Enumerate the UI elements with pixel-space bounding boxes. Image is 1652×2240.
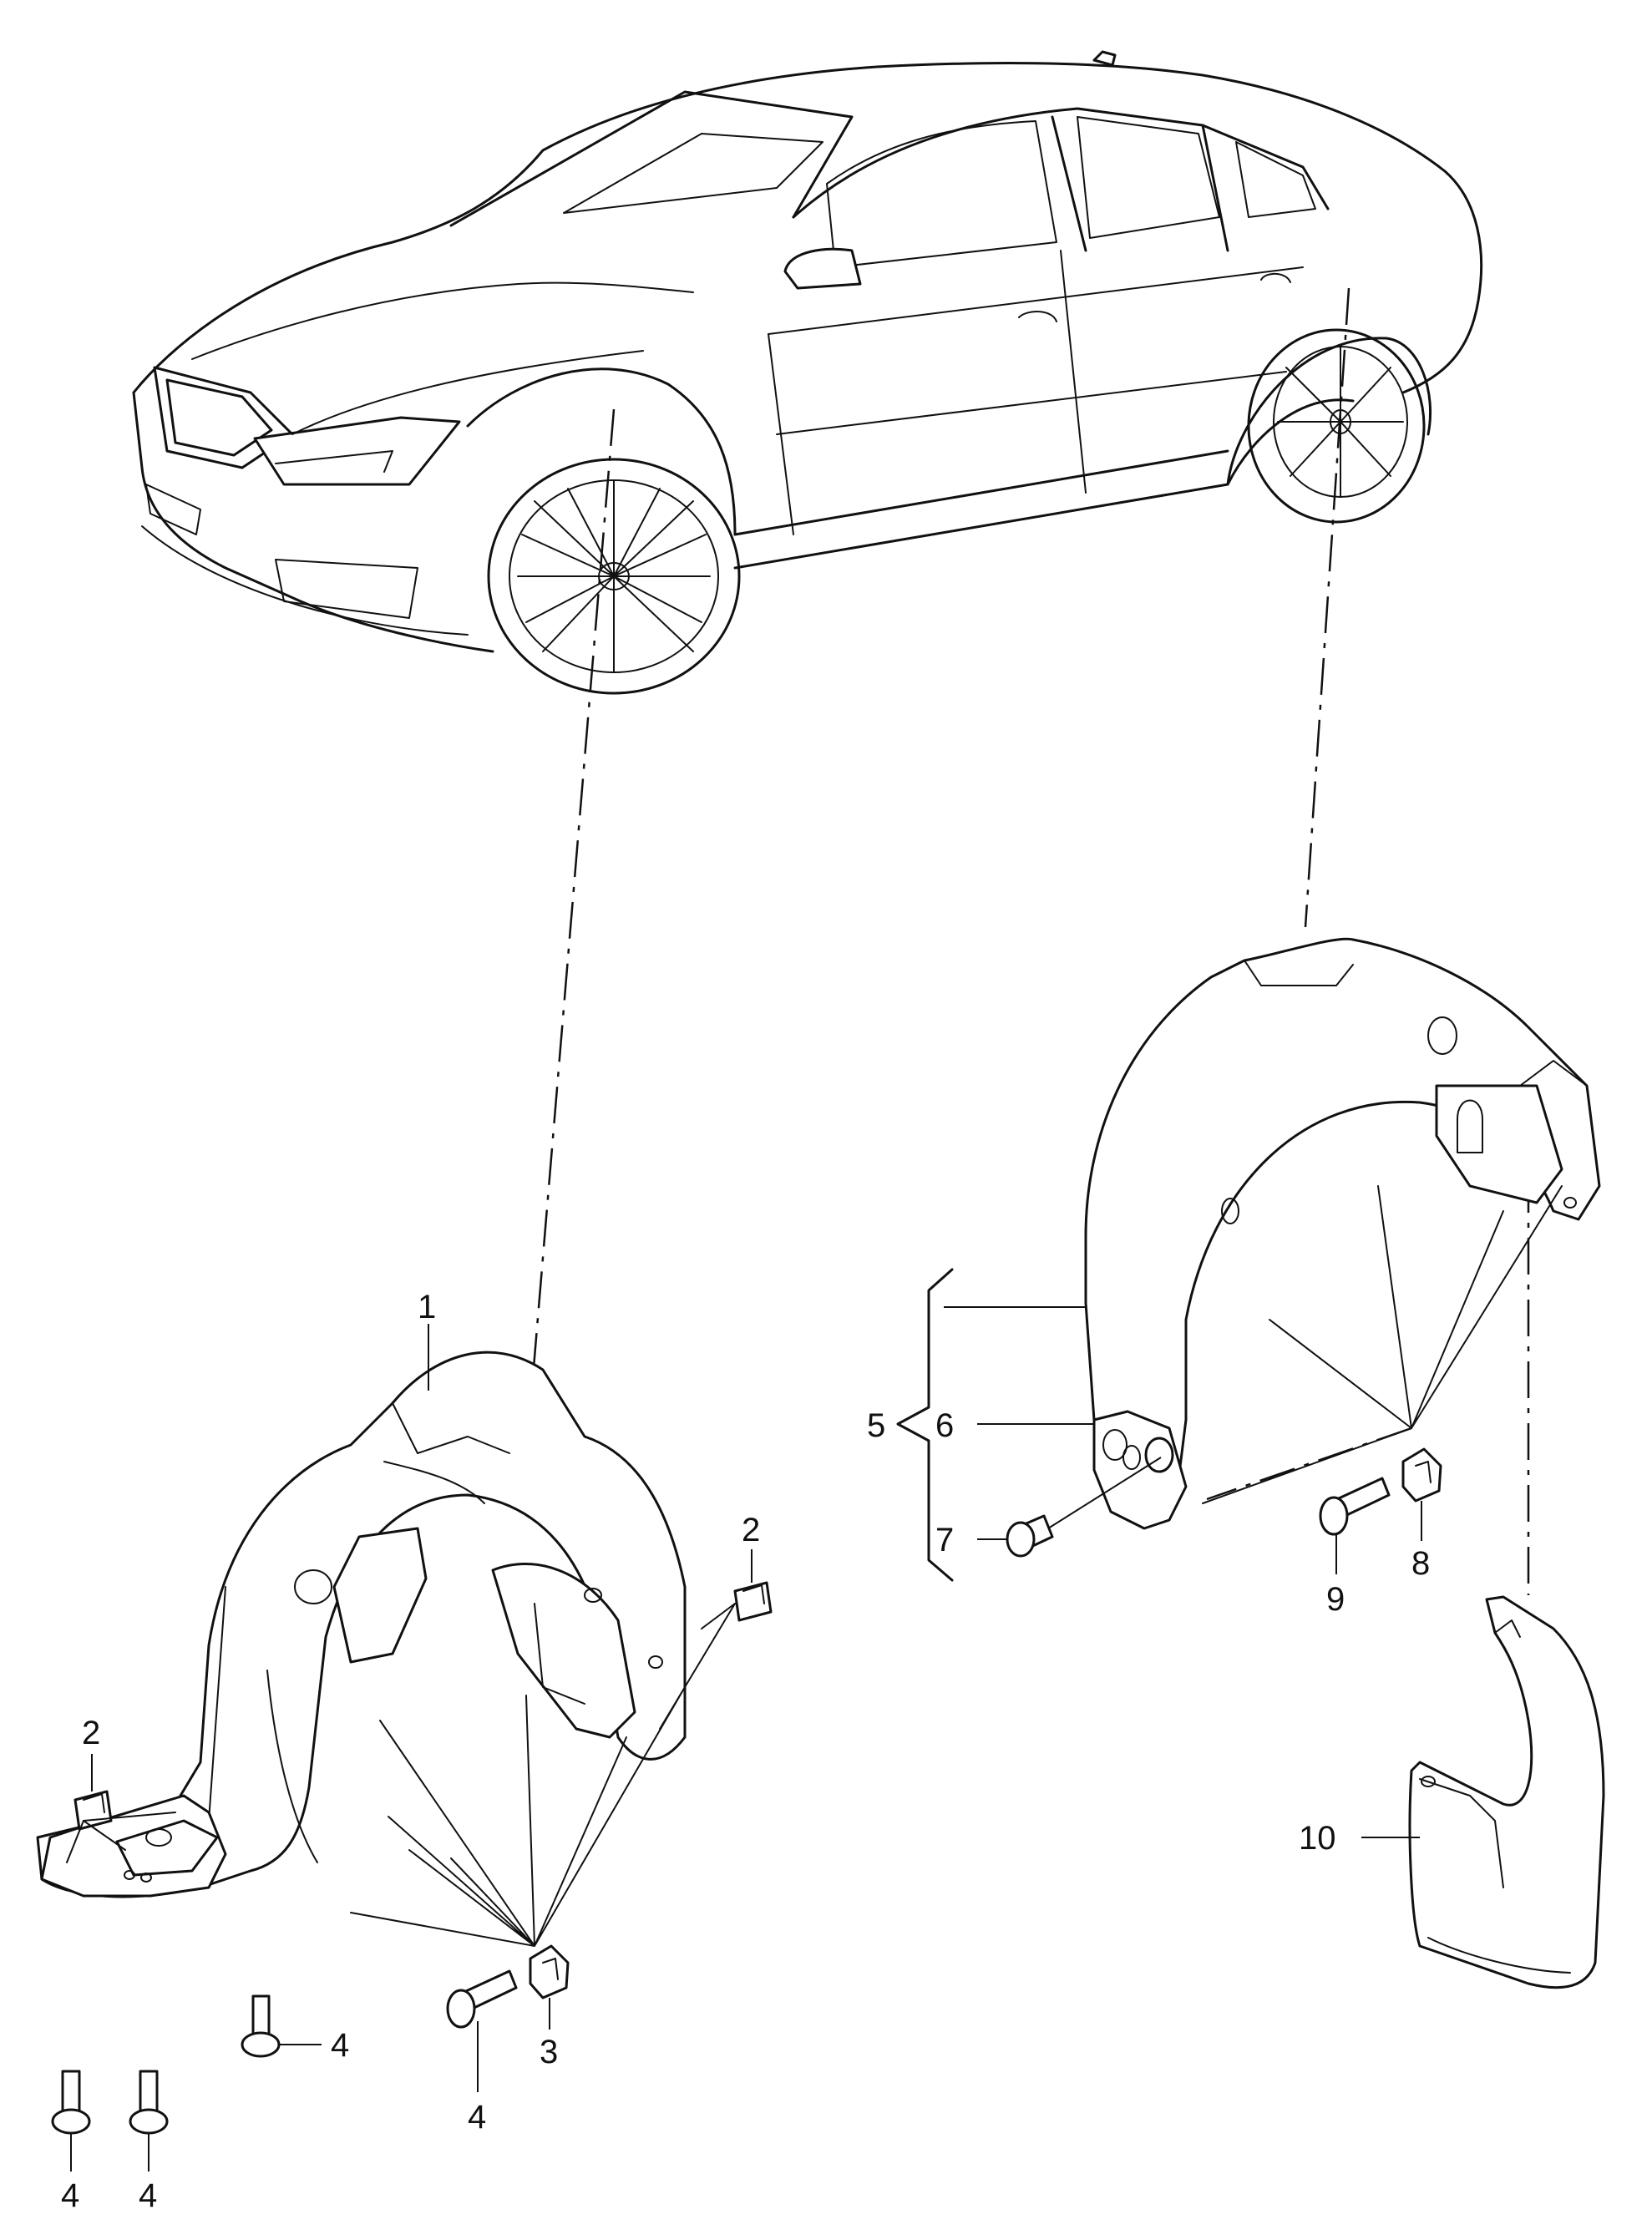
callout-2: 2: [742, 1512, 760, 1548]
callout-4: 4: [331, 2027, 349, 2064]
callout-1: 1: [418, 1289, 436, 1325]
car-illustration: [132, 50, 1483, 695]
callout-4: 4: [468, 2099, 486, 2136]
callout-8: 8: [1411, 1545, 1430, 1582]
callout-4: 4: [61, 2177, 79, 2214]
rear-wheel: [1247, 328, 1426, 524]
front-wheel: [487, 458, 741, 695]
bolt-icon: [241, 1994, 281, 2058]
mudflap: [1408, 1595, 1605, 1989]
fastening-lines: [1202, 1185, 1563, 1504]
callout-10: 10: [1299, 1820, 1336, 1857]
position-line-front: [524, 408, 616, 1458]
position-line-rear: [1304, 287, 1350, 928]
callout-9: 9: [1326, 1581, 1345, 1618]
front-wheel-housing-liner: [36, 1351, 687, 1898]
callout-3: 3: [540, 2034, 558, 2070]
bolt-icon: [51, 2070, 91, 2135]
expanding-nut-icon: [529, 1944, 570, 1999]
callout-6: 6: [935, 1407, 954, 1444]
bolt-icon: [1319, 1477, 1391, 1536]
clip-icon: [733, 1581, 773, 1622]
callout-5: 5: [867, 1407, 885, 1444]
fastening-lines: [66, 1603, 736, 1947]
rear-fastening-dash: [1206, 1427, 1412, 1501]
bolt-icon: [129, 2070, 169, 2135]
callout-2: 2: [82, 1715, 100, 1751]
callout-7: 7: [935, 1522, 954, 1558]
bolt-icon: [446, 1969, 518, 2029]
rear-wheel-housing-liner: [1084, 937, 1601, 1530]
bracket-5: [896, 1268, 954, 1582]
callout-4: 4: [139, 2177, 157, 2214]
expanding-nut-icon: [1401, 1447, 1442, 1503]
expanding-rivet-icon: [1006, 1514, 1054, 1558]
